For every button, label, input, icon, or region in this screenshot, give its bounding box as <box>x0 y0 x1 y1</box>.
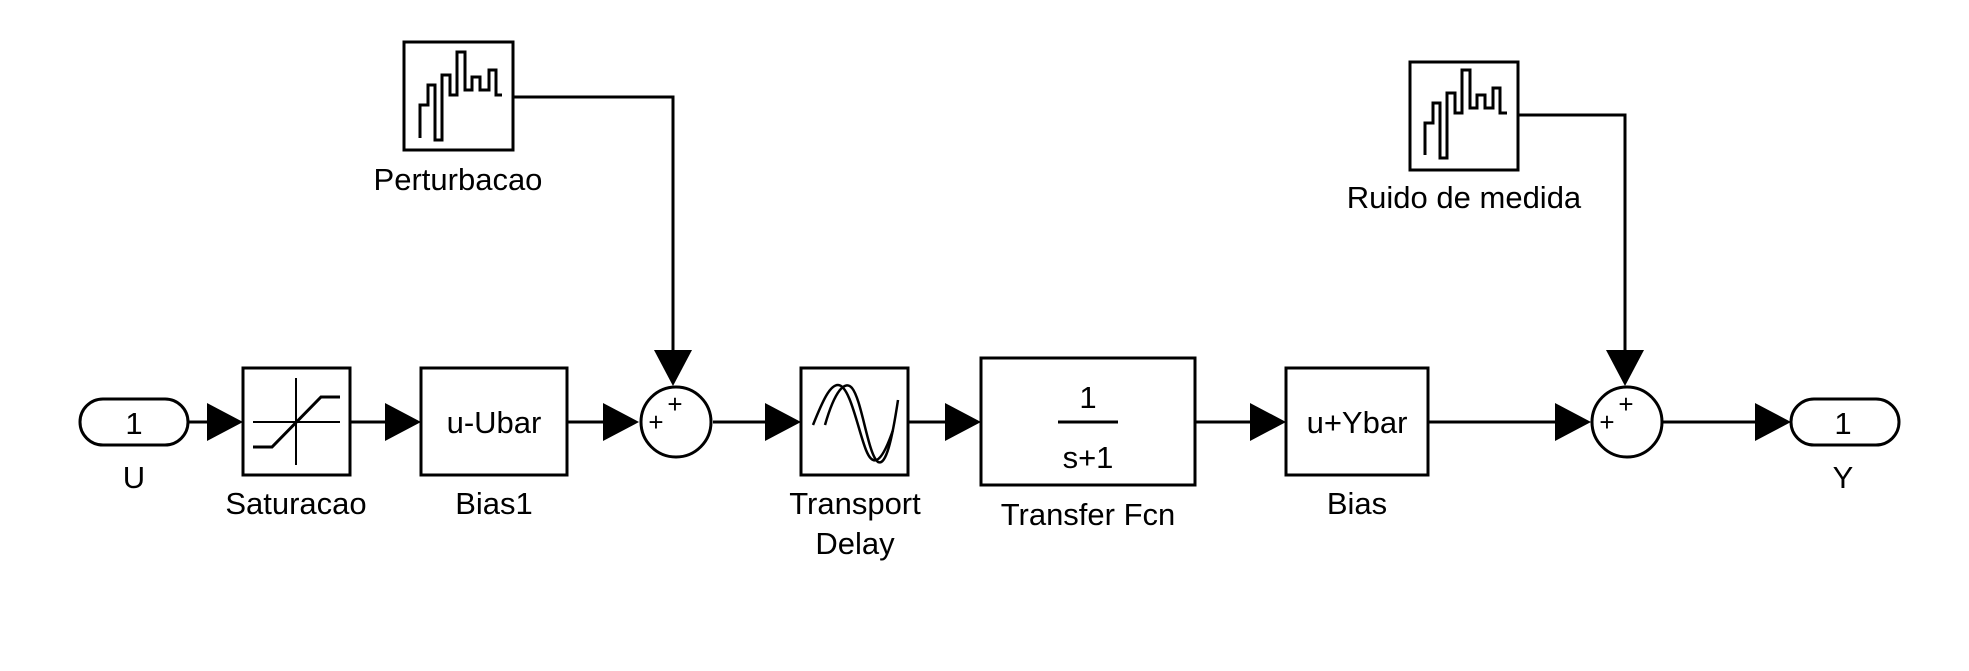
disturbance-block[interactable]: Perturbacao <box>374 40 543 197</box>
arrowhead-tf-in <box>945 403 981 441</box>
bias-label: Bias <box>1327 486 1387 521</box>
sum1-shape <box>639 385 713 459</box>
sum2-sign-left: + <box>1599 407 1614 437</box>
transfer-fcn-numerator: 1 <box>1079 380 1096 415</box>
arrowhead-bias-in <box>1250 403 1286 441</box>
inport-u[interactable]: 1 U <box>78 397 190 495</box>
bias1-shape <box>419 366 569 477</box>
sum2-block[interactable]: + + <box>1590 385 1664 459</box>
signal-noise-to-sum2[interactable] <box>1518 113 1627 350</box>
sum1-block[interactable]: + + <box>639 385 713 459</box>
arrowheads <box>207 350 1791 441</box>
bias1-expression: u-Ubar <box>447 405 542 440</box>
arrowhead-y-in <box>1755 403 1791 441</box>
arrowhead-bias1-in <box>385 403 421 441</box>
sum2-shape <box>1590 385 1664 459</box>
sum1-sign-left: + <box>648 407 663 437</box>
bias1-label: Bias1 <box>455 486 533 521</box>
random-signal-icon <box>1423 68 1507 160</box>
signal-lines <box>188 95 1755 424</box>
arrowhead-sum2-top-in <box>1606 350 1644 386</box>
transport-delay-icon <box>811 383 900 464</box>
outport-number: 1 <box>1834 406 1851 441</box>
bias-block[interactable]: u+Ybar Bias <box>1284 366 1430 521</box>
arrowhead-sum1-top-in <box>654 350 692 386</box>
outport-y[interactable]: 1 Y <box>1789 397 1901 495</box>
inport-shape <box>78 397 190 447</box>
arrowhead-sum2-left-in <box>1555 403 1591 441</box>
transfer-fcn-label: Transfer Fcn <box>1001 497 1176 532</box>
saturation-label: Saturacao <box>225 486 366 521</box>
transport-delay-shape <box>799 366 910 477</box>
transfer-fcn-block[interactable]: 1 s+1 Transfer Fcn <box>979 356 1197 532</box>
disturbance-label: Perturbacao <box>374 162 543 197</box>
arrowhead-sum1-left-in <box>603 403 639 441</box>
noise-label: Ruido de medida <box>1347 180 1582 215</box>
bias-shape <box>1284 366 1430 477</box>
arrowhead-saturation-in <box>207 403 243 441</box>
noise-block[interactable]: Ruido de medida <box>1347 60 1582 215</box>
noise-shape <box>1408 60 1520 172</box>
transport-delay-label-line2: Delay <box>815 526 895 561</box>
outport-shape <box>1789 397 1901 447</box>
transport-delay-label-line1: Transport <box>789 486 921 521</box>
inport-number: 1 <box>125 406 142 441</box>
outport-label: Y <box>1833 460 1854 495</box>
inport-label: U <box>123 460 145 495</box>
transport-delay-block[interactable]: Transport Delay <box>789 366 921 561</box>
sum2-sign-top: + <box>1618 389 1633 419</box>
saturation-block[interactable]: Saturacao <box>225 366 367 521</box>
random-signal-icon <box>418 50 502 142</box>
transfer-fcn-denominator: s+1 <box>1063 440 1114 475</box>
arrowhead-delay-in <box>765 403 801 441</box>
signal-disturbance-to-sum1[interactable] <box>513 95 675 350</box>
saturation-icon <box>253 378 340 465</box>
sum1-sign-top: + <box>667 389 682 419</box>
bias1-block[interactable]: u-Ubar Bias1 <box>419 366 569 521</box>
bias-expression: u+Ybar <box>1307 405 1408 440</box>
